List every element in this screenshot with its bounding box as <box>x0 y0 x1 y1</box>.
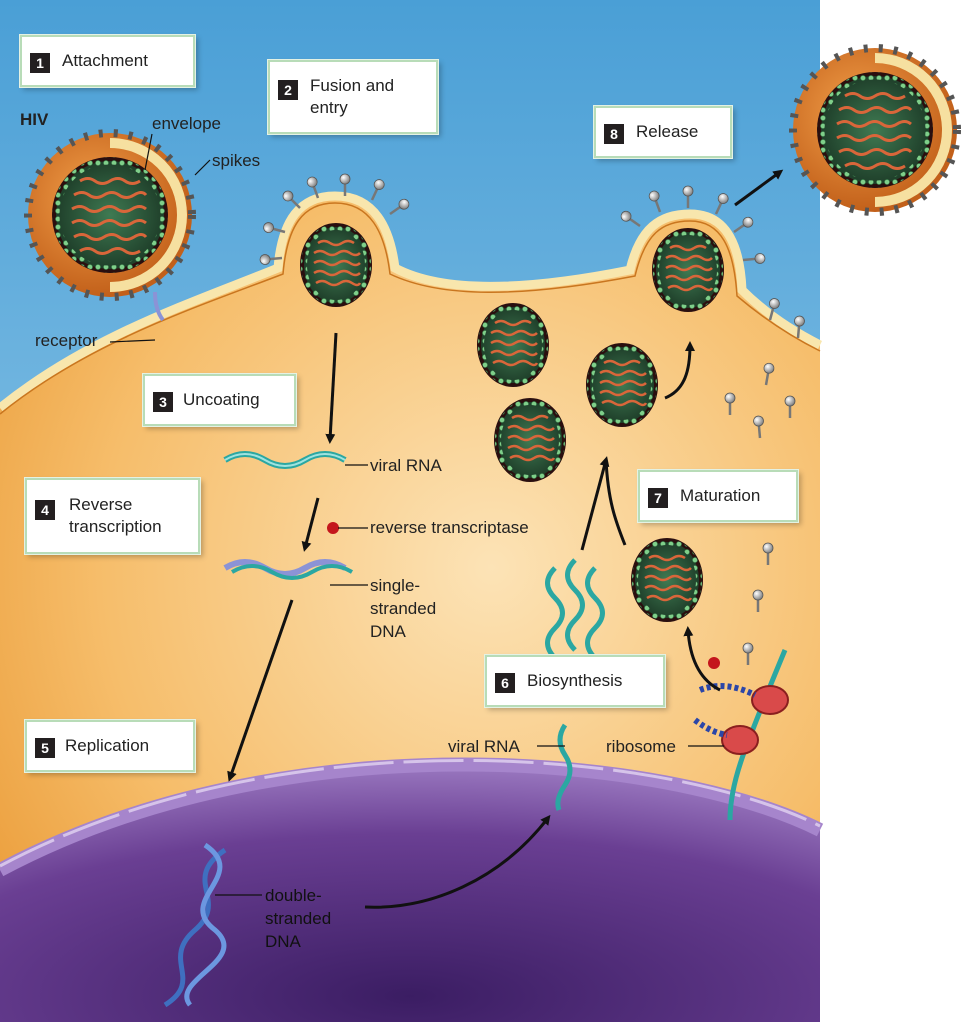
step-number: 3 <box>153 392 173 412</box>
label-leaders <box>109 133 724 896</box>
step-label: Fusion and entry <box>310 75 395 117</box>
single-stranded-dna-strand <box>223 559 347 577</box>
nuclear-envelope <box>0 757 824 877</box>
step-number: 7 <box>648 488 668 508</box>
cell-membrane <box>0 191 823 412</box>
viral-rna-label: viral RNA <box>370 456 442 475</box>
step-label: Reverse transcription <box>69 494 162 536</box>
budding-capsid <box>652 228 724 312</box>
capsid-a <box>477 303 549 387</box>
step-label: Replication <box>65 735 150 755</box>
step-label: Release <box>636 121 699 141</box>
step-reverse-transcription: 4 Reverse transcription <box>25 478 200 554</box>
capsid-b <box>494 398 566 482</box>
hiv-virion <box>24 129 196 301</box>
step-replication: 5 Replication <box>25 720 195 772</box>
ribosomes <box>693 683 789 755</box>
double-stranded-dna-label: double- stranded DNA <box>265 886 332 951</box>
maturing-capsid <box>631 538 703 622</box>
step-number: 1 <box>30 53 50 73</box>
step-number: 4 <box>35 500 55 520</box>
step-number: 6 <box>495 673 515 693</box>
step-uncoating: 3 Uncoating <box>143 374 296 426</box>
viral-rna-label-biosynthesis: viral RNA <box>448 737 520 756</box>
receptor-label: receptor <box>35 331 98 350</box>
double-stranded-dna <box>163 842 227 1008</box>
step-attachment: 1 Attachment <box>20 35 195 87</box>
step-number: 8 <box>604 124 624 144</box>
reverse-transcriptase-label: reverse transcriptase <box>370 518 529 537</box>
spikes-label: spikes <box>212 151 261 170</box>
step-number: 2 <box>278 80 298 100</box>
step-label: Maturation <box>680 485 761 505</box>
step-release: 8 Release <box>594 106 732 158</box>
released-virion <box>789 44 961 216</box>
hiv-label: HIV <box>20 110 49 129</box>
step-label: Uncoating <box>183 389 260 409</box>
nucleus <box>0 764 820 1022</box>
step-biosynthesis: 6 Biosynthesis <box>485 655 665 707</box>
receptor <box>153 291 165 322</box>
step-label: Attachment <box>62 50 148 70</box>
capsid-c <box>586 343 658 427</box>
step-label: Biosynthesis <box>527 670 623 690</box>
envelope-label: envelope <box>152 114 222 133</box>
reverse-transcriptase-dot <box>327 522 339 534</box>
single-stranded-dna-label: single- stranded DNA <box>370 576 437 641</box>
step-number: 5 <box>35 738 55 758</box>
ribosome-label: ribosome <box>606 737 676 756</box>
entering-capsid <box>300 223 372 307</box>
step-maturation: 7 Maturation <box>638 470 798 522</box>
step-fusion-and-entry: 2 Fusion and entry <box>268 60 438 134</box>
flow-arrows <box>227 169 784 909</box>
